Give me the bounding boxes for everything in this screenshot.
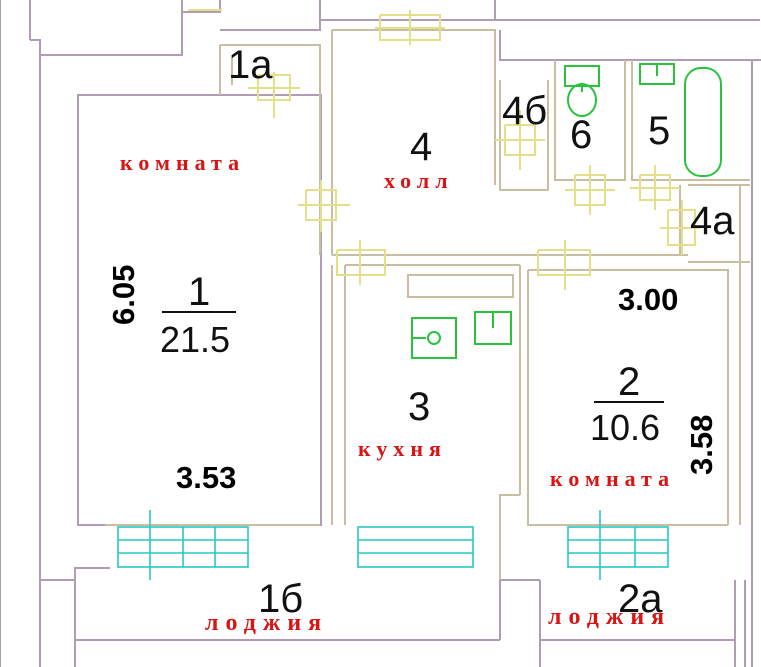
room-2-area: 10.6 bbox=[590, 407, 660, 448]
room-1-number: 1 bbox=[188, 270, 210, 314]
room-2-number: 2 bbox=[618, 360, 640, 404]
room-4-number: 4 bbox=[410, 125, 432, 169]
room-1a-number: 1а bbox=[228, 43, 273, 87]
door-marks bbox=[188, 9, 700, 290]
sink-icon bbox=[639, 63, 675, 85]
loggia-1b-name: лоджия bbox=[205, 610, 328, 636]
room-4a-number: 4а bbox=[690, 199, 735, 243]
kitchen-counter bbox=[407, 274, 514, 298]
room-4-name: холл bbox=[384, 168, 454, 193]
kitchen-sink-icon bbox=[474, 311, 512, 345]
stove-icon bbox=[411, 317, 457, 359]
room-1-height-dimension: 6.05 bbox=[106, 265, 141, 325]
room-1-width-dimension: 3.53 bbox=[176, 460, 236, 495]
room-2-name: комната bbox=[550, 466, 675, 491]
room-1-area: 21.5 bbox=[160, 319, 230, 360]
room-6-number: 6 bbox=[570, 113, 592, 157]
room-2-width-dimension: 3.00 bbox=[618, 282, 678, 317]
inner-partitions bbox=[105, 29, 750, 580]
bathtub-icon bbox=[684, 67, 722, 177]
room-1-name: комната bbox=[120, 150, 245, 175]
fixtures bbox=[411, 63, 722, 359]
loggia-2a-name: лоджия bbox=[548, 604, 671, 630]
room-2-height-dimension: 3.58 bbox=[684, 415, 719, 475]
room-1b-number: 1б bbox=[258, 577, 303, 621]
room-2a-number: 2а bbox=[618, 577, 663, 621]
room-5-number: 5 bbox=[648, 109, 670, 153]
room-3-name: кухня bbox=[358, 436, 447, 461]
room-3-number: 3 bbox=[408, 385, 430, 429]
windows bbox=[117, 510, 669, 580]
room-4b-number: 4б bbox=[502, 89, 547, 133]
toilet-icon bbox=[564, 65, 600, 117]
